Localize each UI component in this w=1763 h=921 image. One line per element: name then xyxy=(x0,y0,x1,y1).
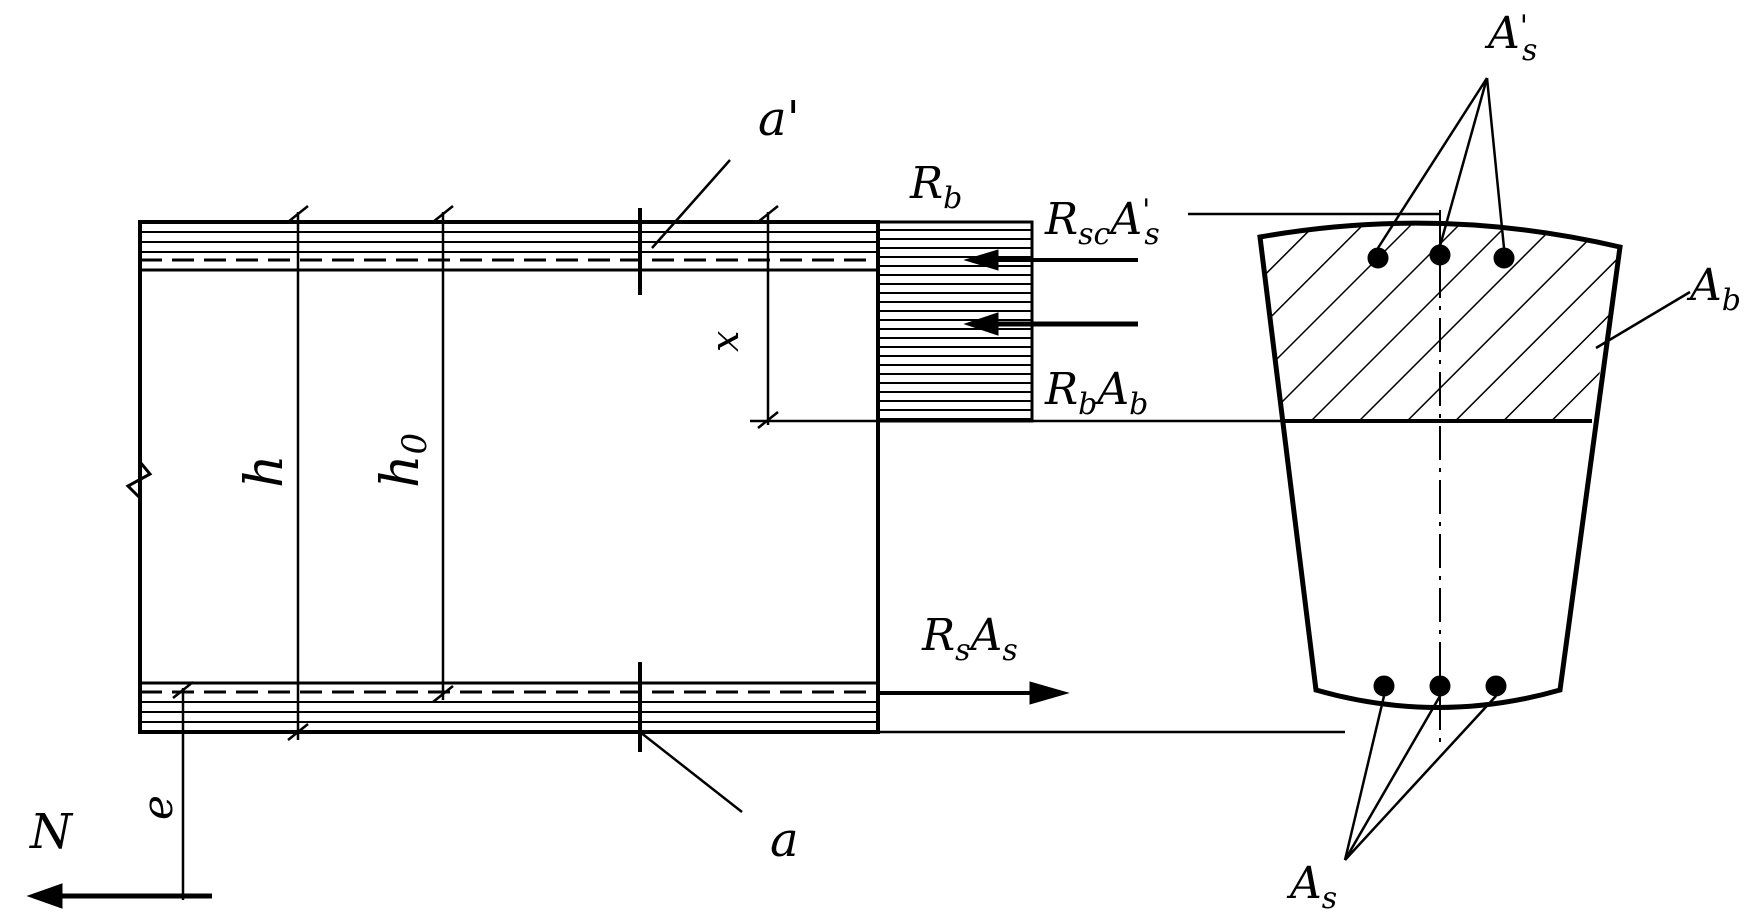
cross-section xyxy=(1257,77,1691,861)
bottom-bar xyxy=(1429,675,1451,697)
label-h: h xyxy=(235,455,295,489)
a-leader xyxy=(639,731,743,813)
bottom-bar xyxy=(1485,675,1507,697)
section-outline xyxy=(1257,220,1623,710)
label-a: a xyxy=(770,812,799,868)
label-rb: Rb xyxy=(909,158,962,216)
label-a-prime: a' xyxy=(758,91,800,147)
labels: a' a x h h0 e N Rb RscA's RbAb RsAs A's … xyxy=(29,8,1741,916)
label-e: e xyxy=(133,795,182,820)
ab-leader xyxy=(1595,290,1691,350)
beam-element xyxy=(125,159,880,813)
top-bar xyxy=(1493,247,1515,269)
as-leaders xyxy=(1343,695,1497,861)
label-n: N xyxy=(29,804,74,860)
label-ab: Ab xyxy=(1686,260,1741,318)
label-rb-ab: RbAb xyxy=(1044,364,1148,422)
top-reinforcement xyxy=(140,231,878,272)
as-prime-leaders xyxy=(1376,77,1506,249)
label-rsc-as-prime: RscA's xyxy=(1044,193,1160,252)
label-rs-as: RsAs xyxy=(921,610,1018,668)
a-prime-leader xyxy=(651,159,731,249)
label-h0: h0 xyxy=(371,433,435,488)
label-as: As xyxy=(1286,858,1337,916)
label-as-prime: A's xyxy=(1484,8,1537,68)
dimension-lines xyxy=(172,205,1440,900)
top-bar xyxy=(1367,247,1389,269)
top-bar xyxy=(1429,244,1451,266)
label-x: x xyxy=(703,331,747,352)
beam-outline xyxy=(138,220,880,734)
bottom-bar xyxy=(1373,675,1395,697)
force-arrows xyxy=(26,249,1138,909)
break-mark xyxy=(125,461,153,500)
bottom-reinforcement xyxy=(140,681,878,723)
